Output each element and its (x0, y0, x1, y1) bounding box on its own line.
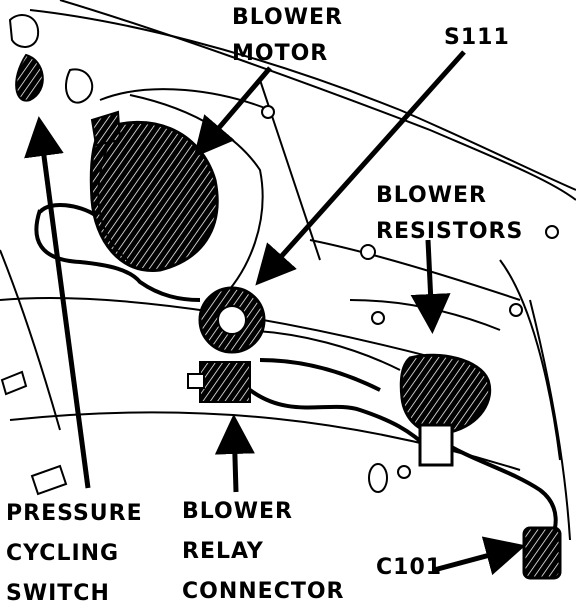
label-pressure-line1: PRESSURE (6, 501, 143, 526)
c101-connector-shape (522, 526, 562, 580)
pressure-switch-shape (8, 14, 122, 147)
leader-lines (24, 50, 526, 576)
label-pressure-line2: CYCLING (6, 541, 120, 566)
label-blower-relay-connector: BLOWER RELAY CONNECTOR (182, 492, 345, 612)
label-blower-motor-line1: BLOWER (232, 5, 343, 30)
label-blower-resistors-line2: RESISTORS (376, 219, 524, 244)
label-relay-line1: BLOWER (182, 499, 293, 524)
label-c101: C101 (376, 555, 443, 580)
label-s111: S111 (444, 25, 510, 50)
firewall-outline (0, 0, 576, 541)
fastener-icons (0, 105, 559, 496)
blower-resistors-shape (399, 353, 492, 467)
leader-blower-resistors (410, 239, 451, 334)
label-blower-motor-line2: MOTOR (232, 41, 329, 66)
leader-pressure-switch (24, 116, 91, 489)
label-blower-resistors: BLOWER RESISTORS (376, 178, 523, 250)
leader-blower-motor (193, 66, 272, 158)
motor-harness (34, 203, 201, 302)
label-relay-line3: CONNECTOR (182, 579, 345, 604)
s111-splice-shape (198, 286, 266, 354)
label-blower-motor: BLOWER MOTOR (232, 0, 343, 72)
leader-c101 (433, 536, 526, 576)
leader-relay-connector (214, 414, 255, 493)
label-pressure-cycling-switch: PRESSURE CYCLING SWITCH (6, 494, 143, 612)
label-blower-resistors-line1: BLOWER (376, 183, 487, 208)
label-pressure-line3: SWITCH (6, 581, 110, 606)
blower-motor-shape (89, 120, 219, 272)
label-relay-line2: RELAY (182, 539, 264, 564)
leader-s111 (255, 50, 466, 286)
relay-connector-shape (187, 361, 251, 403)
